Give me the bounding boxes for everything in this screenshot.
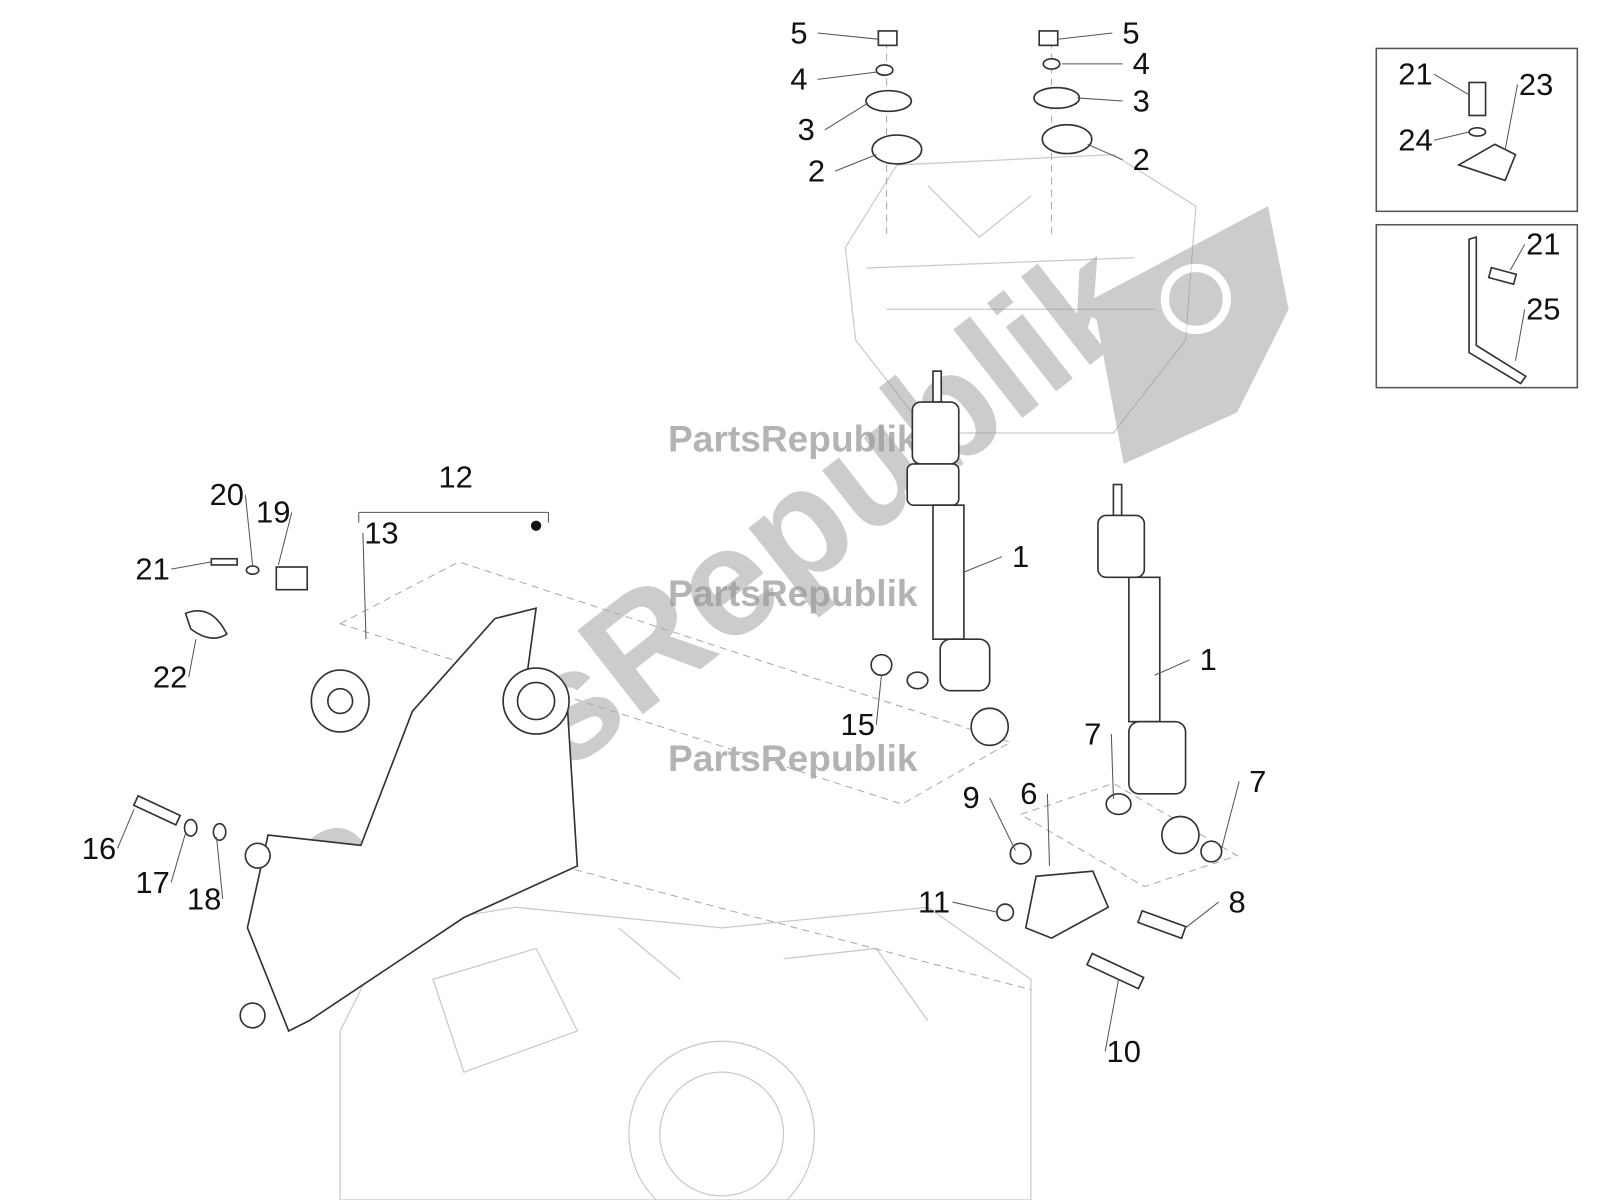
callout-4: 4 xyxy=(1133,46,1150,81)
callout-23: 23 xyxy=(1519,67,1553,102)
callout-7: 7 xyxy=(1084,716,1101,751)
gear-icon xyxy=(1160,263,1231,335)
callout-1: 1 xyxy=(1200,642,1217,677)
callout-8: 8 xyxy=(1229,884,1246,919)
callout-leader xyxy=(1433,131,1470,141)
callout-24: 24 xyxy=(1398,123,1432,158)
callout-leader xyxy=(817,32,879,40)
callout-leader xyxy=(1504,84,1519,150)
callout-leader xyxy=(1514,309,1526,361)
callout-leader xyxy=(1221,781,1240,849)
callout-leader xyxy=(188,639,197,678)
callout-leader xyxy=(834,154,877,172)
callout-leader xyxy=(171,561,212,570)
shock-absorber-right xyxy=(1097,483,1200,855)
callout-7: 7 xyxy=(1249,764,1266,799)
small-parts xyxy=(132,511,1223,990)
callout-18: 18 xyxy=(187,881,221,916)
callout-22: 22 xyxy=(153,660,187,695)
callout-leader xyxy=(1087,143,1123,161)
watermark-small-text: PartsRepublik xyxy=(668,572,918,614)
callout-3: 3 xyxy=(1133,83,1150,118)
inset-box-bracket-25 xyxy=(1375,223,1579,389)
callout-3: 3 xyxy=(798,112,815,147)
callout-25: 25 xyxy=(1526,292,1560,327)
callout-5: 5 xyxy=(790,15,807,50)
callout-leader xyxy=(989,797,1016,851)
callout-leader xyxy=(215,837,224,900)
callout-19: 19 xyxy=(256,495,290,530)
callout-leader xyxy=(952,901,999,913)
callout-2: 2 xyxy=(808,153,825,188)
callout-leader xyxy=(1077,97,1123,102)
callout-9: 9 xyxy=(963,780,980,815)
callout-leader xyxy=(824,102,869,131)
callout-leader xyxy=(963,556,1003,573)
callout-leader xyxy=(244,494,254,566)
callout-21: 21 xyxy=(1526,227,1560,262)
callout-21: 21 xyxy=(1398,57,1432,92)
mounting-hardware xyxy=(865,30,1093,165)
callout-leader xyxy=(1110,734,1114,799)
callout-10: 10 xyxy=(1107,1034,1141,1069)
callout-leader xyxy=(1185,901,1219,929)
callout-leader xyxy=(170,832,187,883)
flag-icon xyxy=(1092,206,1289,464)
callout-21: 21 xyxy=(135,551,169,586)
callout-1: 1 xyxy=(1012,539,1029,574)
callout-4: 4 xyxy=(790,62,807,97)
callout-leader xyxy=(1046,793,1050,866)
callout-11: 11 xyxy=(918,884,950,919)
callout-20: 20 xyxy=(210,477,244,512)
callout-leader xyxy=(875,675,882,725)
callout-leader xyxy=(277,512,293,566)
callout-6: 6 xyxy=(1020,776,1037,811)
callout-leader xyxy=(1104,979,1120,1052)
callout-leader xyxy=(817,71,877,80)
callout-15: 15 xyxy=(841,707,875,742)
callout-leader xyxy=(1433,73,1470,96)
callout-5: 5 xyxy=(1122,15,1139,50)
callout-leader xyxy=(1154,659,1190,676)
watermark-small: PartsRepublik PartsRepublik PartsRepubli… xyxy=(668,418,918,780)
callout-13: 13 xyxy=(364,515,398,550)
callout-leader xyxy=(1058,32,1113,40)
callout-leader xyxy=(362,532,367,640)
callout-leader xyxy=(117,809,135,849)
callout-17: 17 xyxy=(135,865,169,900)
watermark-small-text: PartsRepublik xyxy=(668,418,918,460)
callout-12: 12 xyxy=(438,460,472,495)
watermark-small-text: PartsRepublik xyxy=(668,737,918,779)
callout-16: 16 xyxy=(82,831,116,866)
swing-arm xyxy=(239,607,579,1033)
callout-2: 2 xyxy=(1133,142,1150,177)
inset-box-bracket-23 xyxy=(1375,47,1579,213)
callout-leader xyxy=(1509,244,1526,271)
